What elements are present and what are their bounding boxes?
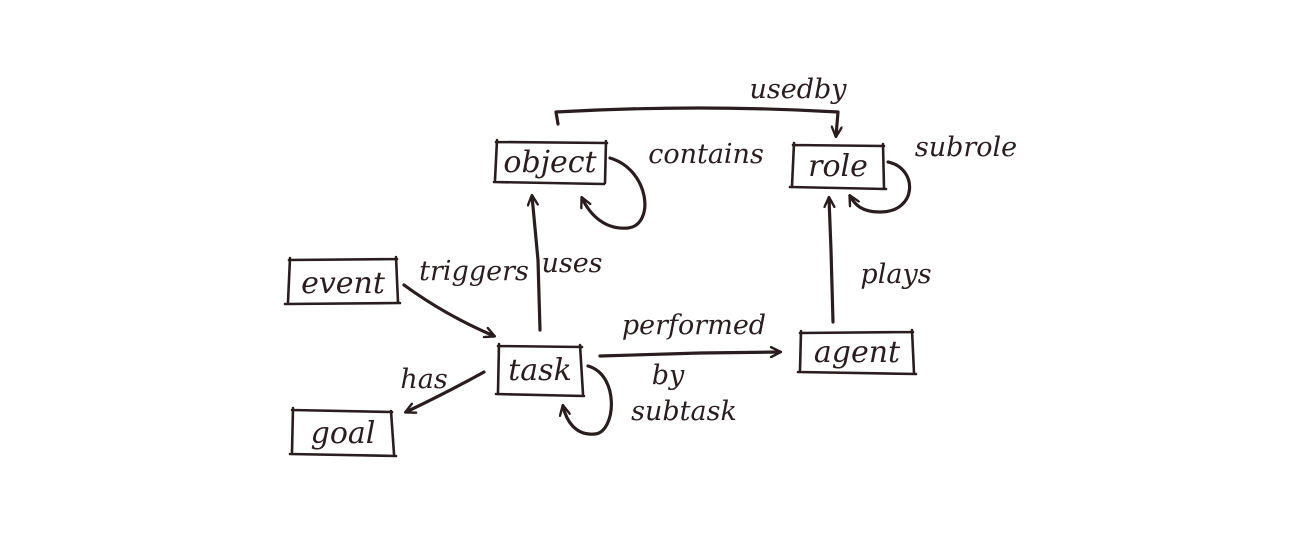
edge-performed-label: performed <box>622 310 766 341</box>
edge-contains: contains <box>582 139 764 230</box>
node-agent-box <box>796 328 918 376</box>
edge-triggers-label: triggers <box>419 256 529 287</box>
edge-used-by-label: usedby <box>749 74 847 105</box>
node-task-label: task <box>508 353 572 388</box>
node-event-box <box>283 255 402 306</box>
edge-triggers-line <box>402 283 494 336</box>
node-agent-label: agent <box>814 335 901 370</box>
edge-has-label: has <box>400 364 447 395</box>
edge-subrole-loop <box>850 160 912 214</box>
edge-plays-line <box>829 198 833 324</box>
node-event: event <box>283 255 402 306</box>
edge-subtask: subtask <box>563 364 737 436</box>
node-agent: agent <box>796 328 918 376</box>
edge-uses-line <box>532 196 542 332</box>
edge-performed-by: performed by <box>598 310 780 391</box>
node-role-box <box>788 141 888 191</box>
edge-triggers: triggers <box>402 256 529 336</box>
edge-uses: uses <box>532 196 603 332</box>
node-goal-label: goal <box>311 416 376 451</box>
edge-subrole: subrole <box>850 132 1017 214</box>
edge-by-label: by <box>652 360 685 391</box>
edge-used-by-line <box>554 106 838 136</box>
edge-subrole-label: subrole <box>915 132 1017 163</box>
edge-subtask-loop <box>563 364 613 436</box>
edge-plays-label: plays <box>860 259 931 290</box>
node-goal-box <box>288 406 398 458</box>
edge-performed-by-line <box>598 352 780 356</box>
node-task-box <box>494 342 586 398</box>
edge-has: has <box>400 364 486 412</box>
node-task: task <box>494 342 586 398</box>
edge-used-by: usedby <box>554 74 847 136</box>
node-event-label: event <box>301 266 386 301</box>
edge-has-line <box>406 370 486 412</box>
edge-uses-label: uses <box>541 248 602 279</box>
edge-contains-loop <box>582 156 647 230</box>
node-role-label: role <box>808 149 868 184</box>
node-object: object <box>492 138 609 186</box>
node-object-label: object <box>503 145 597 180</box>
node-object-box <box>492 138 609 186</box>
edge-subtask-label: subtask <box>631 396 737 427</box>
node-role: role <box>788 141 888 191</box>
edge-plays: plays <box>829 198 932 324</box>
edge-contains-label: contains <box>648 139 764 170</box>
node-goal: goal <box>288 406 398 458</box>
